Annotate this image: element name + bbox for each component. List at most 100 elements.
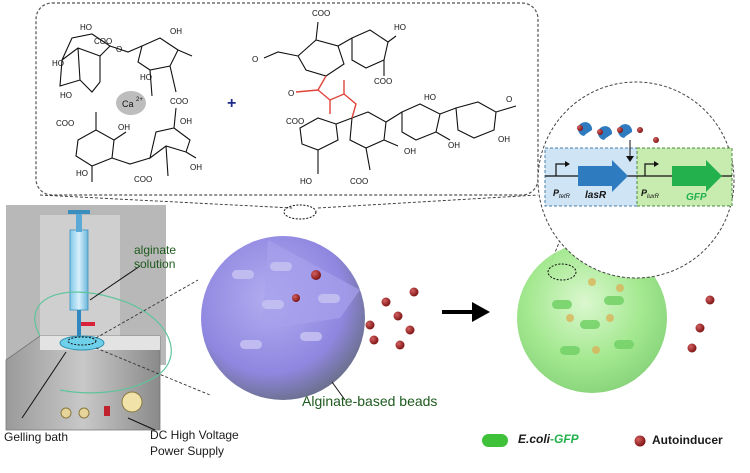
lasr-ahl-complexes [577,122,659,143]
promoter-tetr-arrowhead [565,161,570,167]
pointer-power-supply [127,417,156,431]
legend-autoinducer-label: Autoinducer [652,433,723,447]
promoter-tetr-icon [555,163,568,176]
gene-lasr-arrow [578,160,628,192]
label-ho-6: HO [394,23,406,32]
label-oh-6: OH [448,141,460,150]
alginate-bead-green [517,243,667,393]
legend-autoinducer-swatch [634,435,646,447]
gelling-bath-zoom-marker [67,336,97,346]
pointer-beads [331,381,346,401]
label-ho-2: HO [52,59,64,68]
calcium-charge: 2+ [136,97,143,103]
legend-ecoli-prefix: E.coli [518,432,551,446]
egg-box-labels: HO HO COO HO O OH HO COO COO OH HO COO O… [52,23,202,184]
label-o-2: O [252,55,258,64]
green-bead-zoom-marker [547,263,577,281]
label-oh-1: OH [170,27,182,36]
promoter-tetr-label: P [553,188,560,198]
activation-arrowhead [626,156,634,162]
label-oh-4: OH [190,163,202,172]
gene-gfp-label: GFP [686,192,707,203]
syringe-barrel [69,229,89,311]
chemistry-panel: HO HO COO HO O OH HO COO COO OH HO COO O… [35,2,539,196]
alginate-solution-line2: solution [134,257,176,271]
gelling-bath-dish [59,335,105,351]
bead-purple-autoinducers [292,270,321,302]
genetic-circuit-panel: P tetR lasR P luxR GFP [537,81,735,279]
crosslinked-structure [263,21,517,174]
label-oh-7: OH [498,135,510,144]
label-coo-8: COO [350,177,368,186]
gene-lasr-label: lasR [585,190,607,201]
gene-gfp-arrow [672,160,722,192]
process-arrow [442,302,490,322]
bead-purple-cells [232,262,340,349]
label-coo-7: COO [286,117,304,126]
label-coo-3: COO [56,119,74,128]
label-o-3: O [288,89,294,98]
label-o-4: O [506,95,512,104]
electrode-clip [81,322,95,326]
label-ho-7: HO [300,177,312,186]
promoter-tetr-sublabel: tetR [559,194,571,200]
bead-green-cells [552,296,634,355]
label-o-1: O [116,45,122,54]
power-supply-line2: Power Supply [150,444,225,458]
label-ho-1: HO [80,23,92,32]
label-ho-4: HO [140,73,152,82]
power-supply-box [5,335,161,431]
knob-1 [60,407,72,419]
beads-caption: Alginate-based beads [302,393,438,409]
syringe-plunger-head [68,210,90,214]
power-supply-line1: DC High Voltage [150,428,239,442]
legend [482,434,646,447]
calcium-label: Ca [122,99,134,109]
promoter-luxr-sublabel: luxR [647,194,660,200]
label-ho-3: HO [60,91,72,100]
legend-ecoli-suffix: -GFP [550,432,579,446]
crosslinked-labels: COO O O HO COO COO HO COO OH HO OH OH O [252,9,512,186]
legend-ecoli-label: E.coli-GFP [518,432,579,446]
label-coo-6: COO [374,77,392,86]
label-oh-3: OH [180,117,192,126]
crosslinker [295,75,357,119]
bead-green-autoinducers [566,278,624,354]
label-ho-8: HO [424,93,436,102]
alginate-bead-purple [201,204,365,401]
label-oh-2: OH [118,123,130,132]
bead-sphere-green [517,243,667,393]
label-coo-1: COO [94,37,112,46]
gelling-bath-label: Gelling bath [4,430,69,444]
electrode-wire [34,291,172,394]
label-coo-2: COO [170,97,188,106]
promoter-luxr-label: P [641,188,648,198]
alginate-solution-line1: alginate [134,243,177,257]
calcium-ion: Ca 2+ [116,91,146,115]
promoter-luxr-icon [644,163,657,176]
free-autoinducers-left [365,287,419,350]
promoter-luxr-arrowhead [654,161,659,167]
egg-box-structure [59,33,197,182]
plus-sign: + [227,95,236,112]
label-oh-5: OH [404,147,416,156]
electrospray-apparatus [5,205,172,431]
knob-2 [78,407,90,419]
pointer-alginate [89,265,141,301]
label-ho-5: HO [76,169,88,178]
pointer-gelling-bath [21,351,67,419]
alginate-solution-label: alginate solution [134,243,176,271]
power-switch [104,406,110,416]
label-coo-4: COO [134,175,152,184]
label-coo-5: COO [312,9,330,18]
chemistry-panel-border [35,2,539,196]
syringe-plunger [76,212,82,232]
free-autoinducers-right [687,295,715,353]
power-supply-label: DC High Voltage Power Supply [150,427,239,459]
voltage-dial [121,391,143,413]
syringe-needle [77,310,81,338]
bead-zoom-marker [283,204,317,220]
legend-ecoli-swatch [482,434,508,447]
